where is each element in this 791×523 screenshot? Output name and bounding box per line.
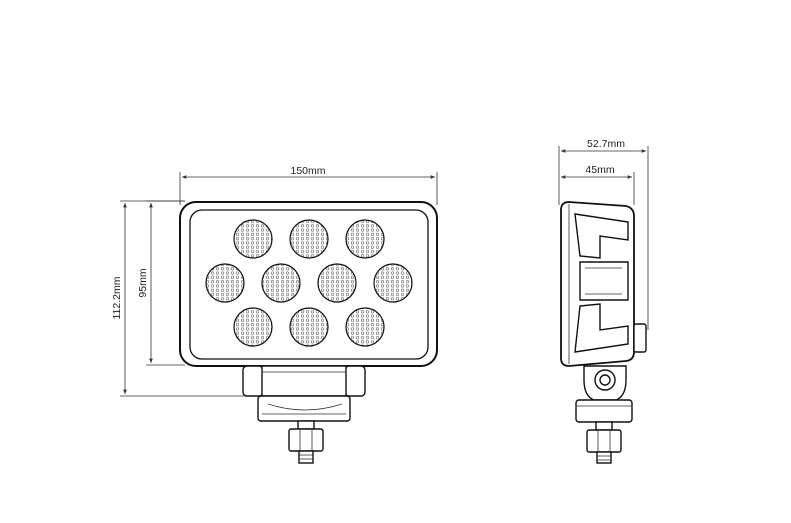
led	[261, 263, 301, 303]
width-dimension: 150mm	[179, 165, 438, 205]
inner-height-dimension: 95mm	[137, 200, 185, 366]
side-view: 52.7mm 45mm	[558, 138, 649, 464]
mounting-bolt	[288, 420, 324, 464]
outer-depth-dimension: 52.7mm	[558, 138, 649, 330]
side-mounting-bolt	[586, 421, 622, 464]
led	[373, 263, 413, 303]
led	[233, 307, 273, 347]
width-label: 150mm	[290, 165, 325, 177]
led	[233, 219, 273, 259]
inner-height-label: 95mm	[137, 268, 149, 297]
led	[289, 219, 329, 259]
led	[205, 263, 245, 303]
led	[317, 263, 357, 303]
led	[345, 307, 385, 347]
side-bracket	[575, 365, 633, 423]
outer-depth-label: 52.7mm	[587, 138, 625, 150]
front-view: 150mm 112.2mm 95mm	[111, 165, 438, 464]
led-array	[205, 219, 413, 347]
outer-height-dimension: 112.2mm	[111, 200, 255, 397]
heat-sink-fins	[574, 213, 629, 353]
rear-tab	[633, 323, 647, 353]
outer-height-label: 112.2mm	[111, 276, 123, 319]
led	[289, 307, 329, 347]
led	[345, 219, 385, 259]
inner-depth-dimension: 45mm	[561, 164, 635, 205]
mounting-bracket	[242, 365, 366, 422]
inner-depth-label: 45mm	[585, 164, 614, 176]
